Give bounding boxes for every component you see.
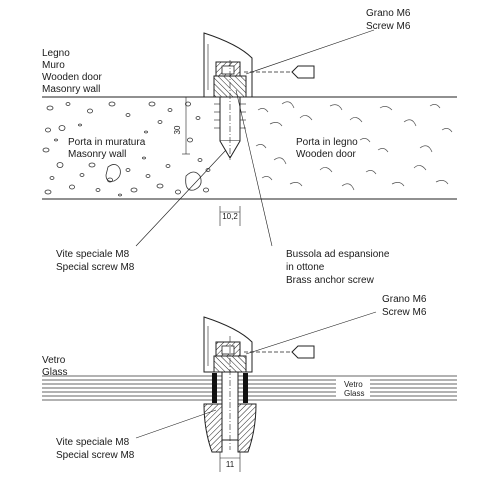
glass-inner-label-bg xyxy=(336,379,370,399)
top-screw-label-en: Screw M6 xyxy=(366,21,411,32)
dim-11-label: 11 xyxy=(226,460,235,469)
anchor-label-2: in ottone xyxy=(286,262,325,273)
glass-inner-label-en: Glass xyxy=(344,389,364,398)
top-special-screw xyxy=(213,60,247,160)
anchor-label-3: Brass anchor screw xyxy=(286,275,375,286)
dim-10-2 xyxy=(219,206,241,226)
bottom-special-screw-label-en: Special screw M8 xyxy=(56,450,135,461)
top-special-screw-label-en: Special screw M8 xyxy=(56,262,135,273)
dim-30-label: 30 xyxy=(173,125,182,134)
glass-label-en: Glass xyxy=(42,367,68,378)
glass-pane xyxy=(42,375,457,401)
bottom-screw-label-it: Grano M6 xyxy=(382,294,427,305)
glass-gaskets xyxy=(212,373,248,403)
bottom-hinge-body xyxy=(203,316,253,373)
bottom-leader-lines xyxy=(135,311,377,439)
top-leader-lines xyxy=(135,29,375,247)
masonry-texture xyxy=(42,101,211,197)
wood-texture xyxy=(255,101,453,191)
glass-label-it: Vetro xyxy=(42,355,66,366)
dim-30 xyxy=(182,96,190,155)
dim-11 xyxy=(219,452,241,472)
top-detail: 30 10,2 Grano M6 Screw M6 Legno Muro Woo… xyxy=(42,8,457,286)
door-label-masonry: Masonry wall xyxy=(42,84,100,95)
masonry-label-it: Porta in muratura xyxy=(68,137,146,148)
top-grub-screw xyxy=(244,65,315,79)
bottom-grub-screw xyxy=(244,345,315,359)
wood-label-en: Wooden door xyxy=(296,149,357,160)
door-label-wooden: Wooden door xyxy=(42,72,103,83)
glass-inner-label-it: Vetro xyxy=(344,380,363,389)
bottom-special-screw-label-it: Vite speciale M8 xyxy=(56,437,130,448)
bottom-screw-label-en: Screw M6 xyxy=(382,307,427,318)
anchor-label-1: Bussola ad espansione xyxy=(286,249,390,260)
dim-10-2-label: 10,2 xyxy=(222,212,238,221)
top-special-screw-label-it: Vite speciale M8 xyxy=(56,249,130,260)
door-label-legno: Legno xyxy=(42,48,70,59)
bottom-detail: 11 Grano M6 Screw M6 Vetro Glass Vetro G… xyxy=(42,294,457,472)
bottom-special-screw xyxy=(203,336,257,453)
masonry-label-en: Masonry wall xyxy=(68,149,126,160)
top-screw-label-it: Grano M6 xyxy=(366,8,411,19)
wood-label-it: Porta in legno xyxy=(296,137,358,148)
door-label-muro: Muro xyxy=(42,60,65,71)
